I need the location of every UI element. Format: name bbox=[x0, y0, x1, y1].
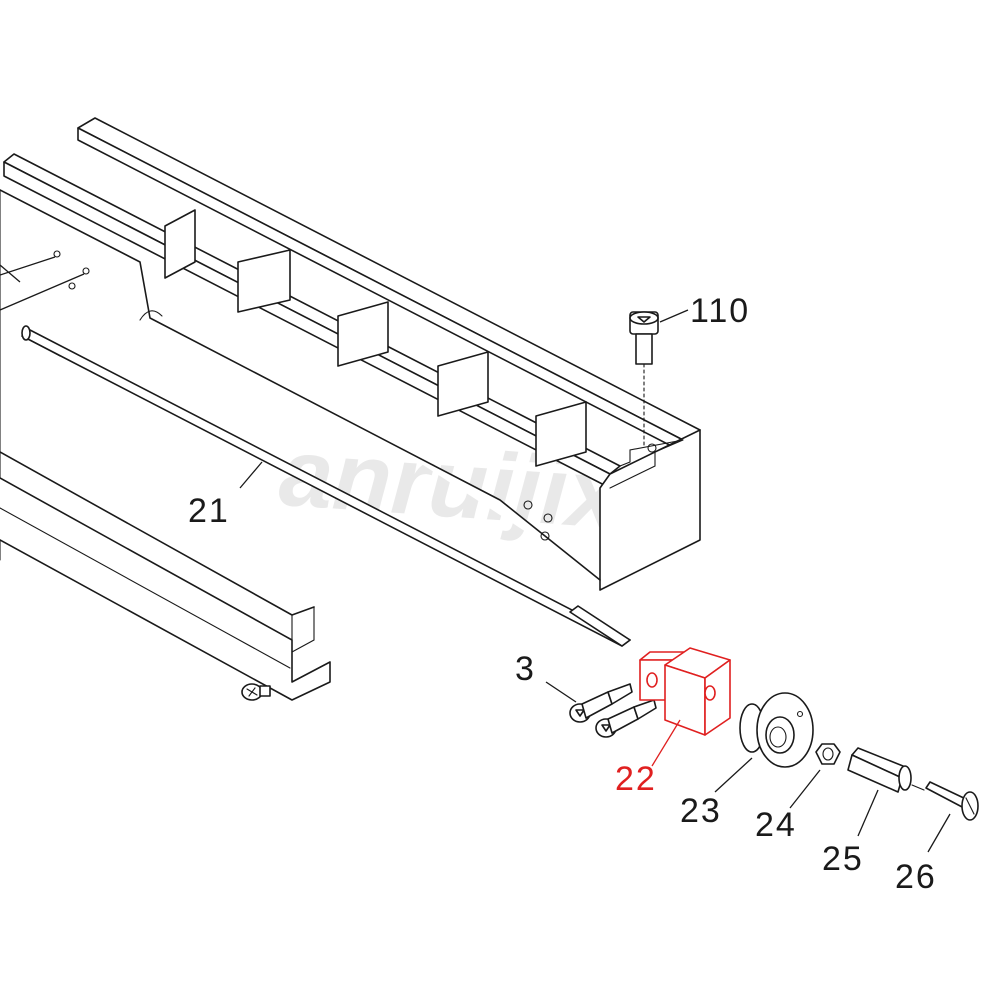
label-23: 23 bbox=[680, 792, 722, 830]
label-26: 26 bbox=[895, 858, 937, 896]
collar-23 bbox=[739, 692, 814, 768]
bed-rail bbox=[0, 117, 701, 591]
channel-guard bbox=[0, 451, 331, 701]
nut-24 bbox=[815, 743, 841, 765]
slotted-screw-26 bbox=[911, 781, 979, 821]
sleeve-25 bbox=[847, 747, 912, 793]
label-110: 110 bbox=[690, 292, 750, 330]
cap-screws-3 bbox=[569, 683, 657, 738]
bearing-block-22 bbox=[639, 647, 731, 736]
cap-screw-110 bbox=[629, 311, 659, 446]
small-screw bbox=[241, 683, 271, 701]
label-3: 3 bbox=[515, 650, 536, 688]
label-24: 24 bbox=[755, 806, 797, 844]
label-25: 25 bbox=[822, 840, 864, 878]
label-21: 21 bbox=[188, 492, 230, 530]
label-22: 22 bbox=[615, 760, 657, 798]
shaft-21 bbox=[21, 325, 631, 647]
